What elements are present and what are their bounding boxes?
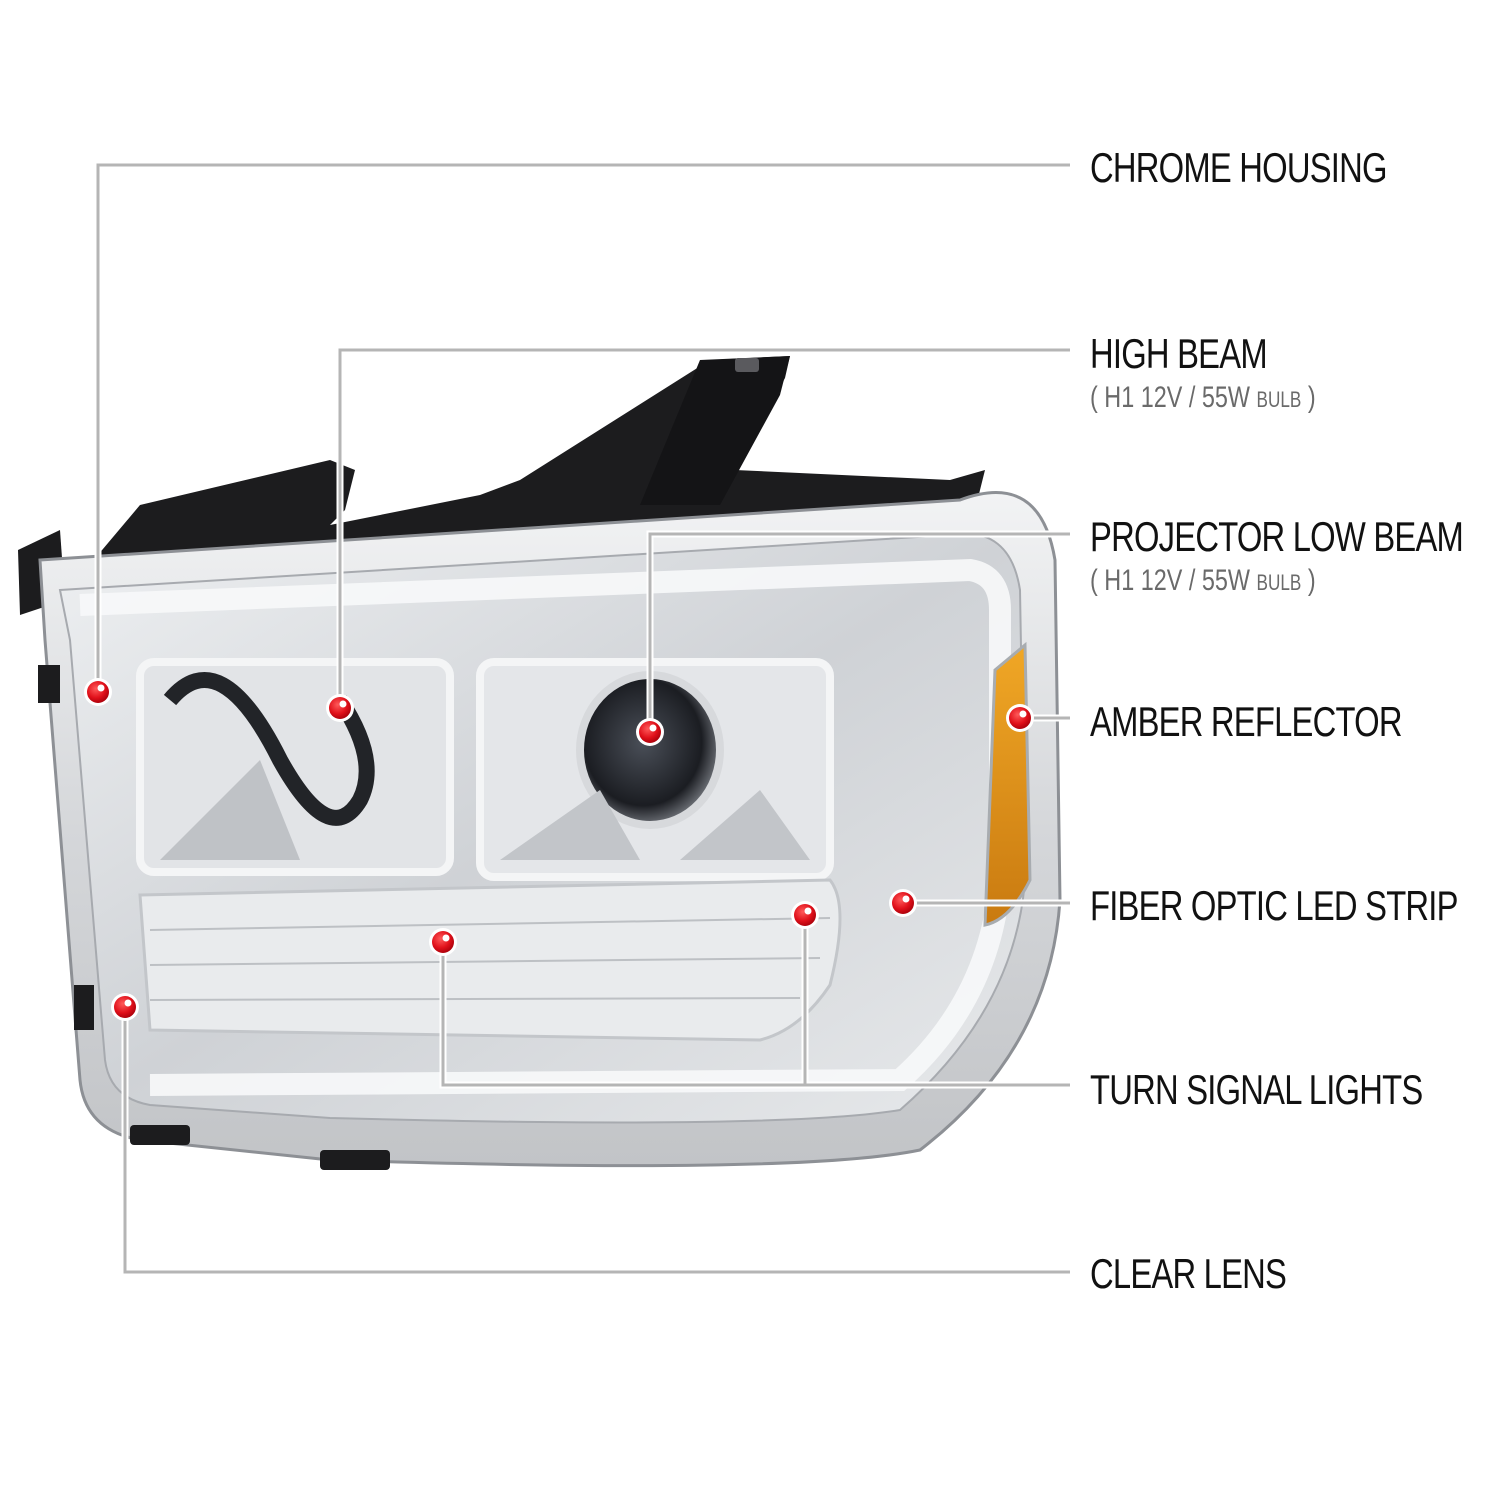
paren-open: ( xyxy=(1090,564,1098,597)
marker-projector-low-beam xyxy=(636,718,664,746)
marker-fiber-optic-led-strip xyxy=(889,889,917,917)
leader-lines-inner xyxy=(96,163,1070,1274)
label-high-beam: HIGH BEAM xyxy=(1090,330,1268,377)
marker-turn-signal-left xyxy=(429,928,457,956)
label-projector-low-beam: PROJECTOR LOW BEAM xyxy=(1090,513,1464,560)
label-clear-lens: CLEAR LENS xyxy=(1090,1250,1287,1297)
headlight-body xyxy=(38,491,1062,1170)
bulb-spec: H1 12V / 55W xyxy=(1104,381,1250,414)
label-fiber-optic-led-strip: FIBER OPTIC LED STRIP xyxy=(1090,882,1458,929)
label-turn-signal-lights: TURN SIGNAL LIGHTS xyxy=(1090,1066,1423,1113)
paren-close: ) xyxy=(1307,381,1316,414)
paren-open: ( xyxy=(1090,381,1098,414)
marker-chrome-housing xyxy=(84,678,112,706)
label-chrome-housing: CHROME HOUSING xyxy=(1090,144,1387,191)
bulb-unit: BULB xyxy=(1256,570,1302,595)
label-amber-reflector: AMBER REFLECTOR xyxy=(1090,698,1402,745)
marker-amber-reflector xyxy=(1006,704,1034,732)
high-beam-bulb-spec: ( H1 12V / 55W BULB ) xyxy=(1090,382,1316,416)
marker-turn-signal-right xyxy=(791,901,819,929)
paren-close: ) xyxy=(1307,564,1316,597)
marker-high-beam xyxy=(326,694,354,722)
low-beam-bulb-spec: ( H1 12V / 55W BULB ) xyxy=(1090,565,1316,599)
marker-clear-lens xyxy=(111,993,139,1021)
bulb-spec: H1 12V / 55W xyxy=(1104,564,1250,597)
callout-markers xyxy=(84,678,1034,1021)
bulb-unit: BULB xyxy=(1256,387,1302,412)
